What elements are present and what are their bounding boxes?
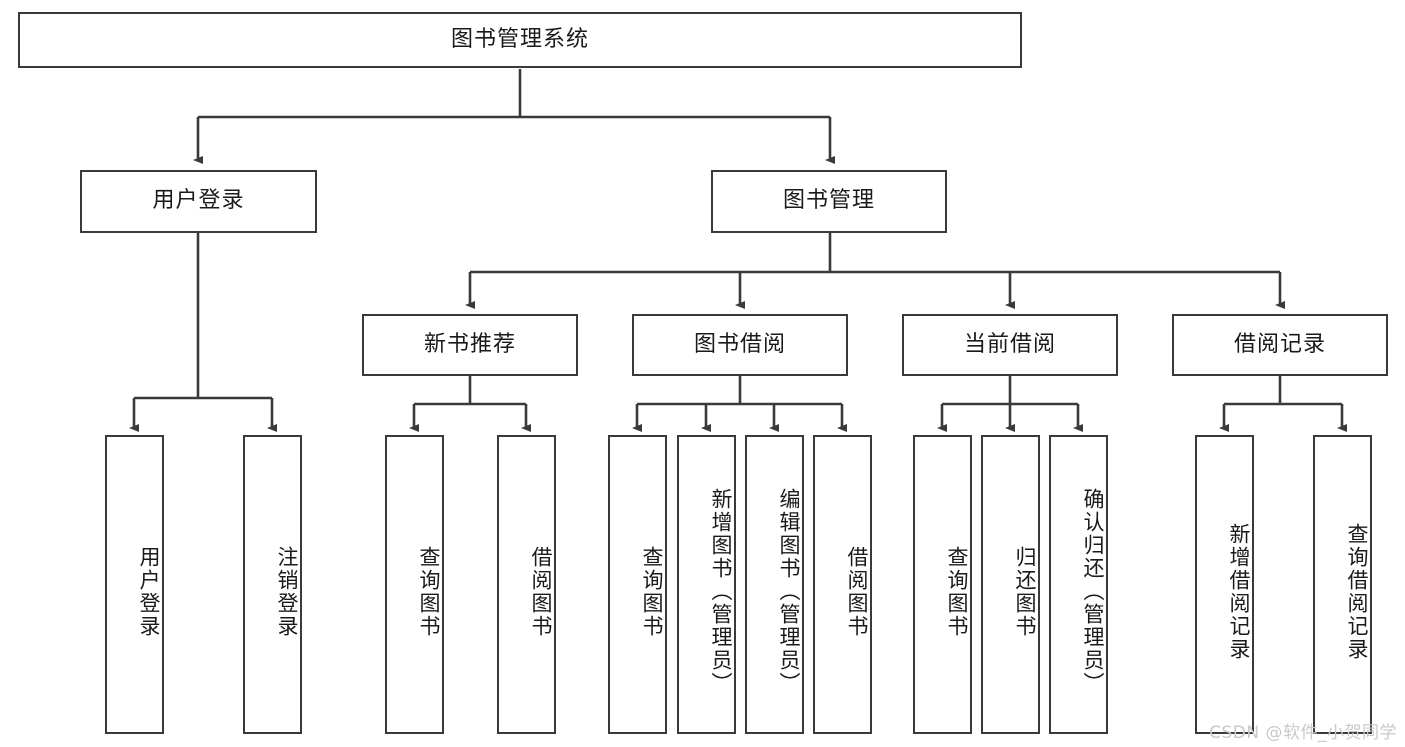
leaf-borrow-add-book-admin[interactable]: 新增图书（管理员） xyxy=(677,435,736,734)
node-book-management[interactable]: 图书管理 xyxy=(711,170,947,233)
leaf-borrow-borrow-book[interactable]: 借阅图书 xyxy=(813,435,872,734)
leaf-borrow-edit-book-admin[interactable]: 编辑图书（管理员） xyxy=(745,435,804,734)
leaf-current-query-book[interactable]: 查询图书 xyxy=(913,435,972,734)
leaf-current-return-book[interactable]: 归还图书 xyxy=(981,435,1040,734)
node-book-borrow[interactable]: 图书借阅 xyxy=(632,314,848,376)
leaf-record-add[interactable]: 新增借阅记录 xyxy=(1195,435,1254,734)
leaf-user-login-signout[interactable]: 注销登录 xyxy=(243,435,302,734)
leaf-new-book-query[interactable]: 查询图书 xyxy=(385,435,444,734)
leaf-record-query[interactable]: 查询借阅记录 xyxy=(1313,435,1372,734)
node-user-login[interactable]: 用户登录 xyxy=(80,170,317,233)
node-root-system[interactable]: 图书管理系统 xyxy=(18,12,1022,68)
leaf-new-book-borrow[interactable]: 借阅图书 xyxy=(497,435,556,734)
watermark-credit: CSDN @软件_小贺同学 xyxy=(1209,723,1397,743)
node-new-book-recommend[interactable]: 新书推荐 xyxy=(362,314,578,376)
leaf-current-confirm-return-admin[interactable]: 确认归还（管理员） xyxy=(1049,435,1108,734)
leaf-borrow-query-book[interactable]: 查询图书 xyxy=(608,435,667,734)
leaf-user-login-signin[interactable]: 用户登录 xyxy=(105,435,164,734)
node-borrow-record[interactable]: 借阅记录 xyxy=(1172,314,1388,376)
node-current-borrow[interactable]: 当前借阅 xyxy=(902,314,1118,376)
